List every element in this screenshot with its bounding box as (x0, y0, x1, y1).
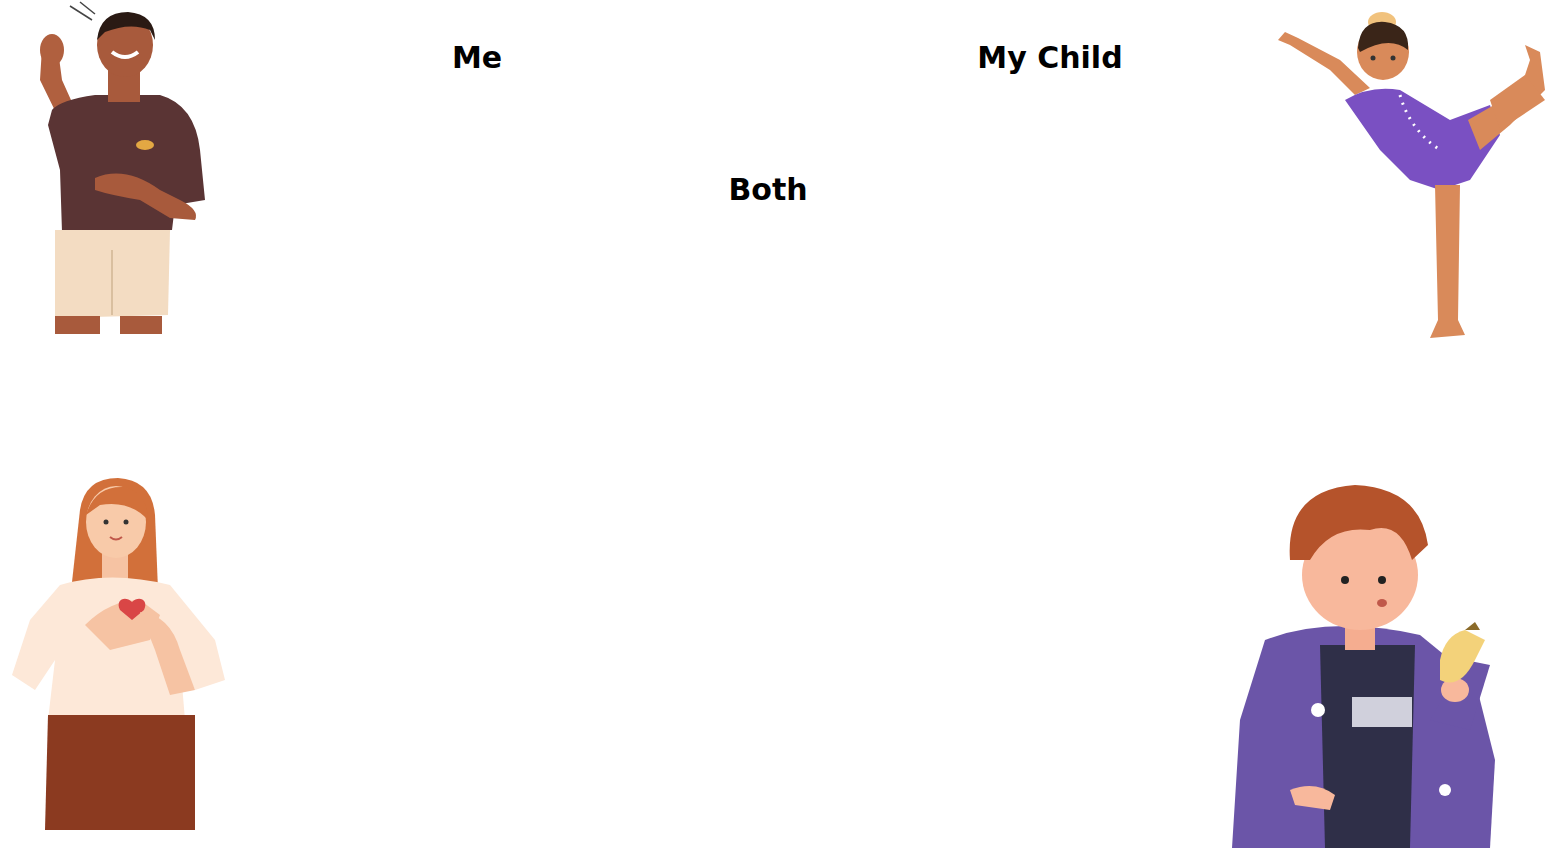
set-label: My Child (977, 40, 1122, 76)
gymnast-girl (1278, 12, 1545, 338)
set-label: Me (452, 40, 502, 76)
circle-outline (115, 10, 925, 820)
circle-outline (613, 10, 1423, 820)
boy-with-banana (1232, 485, 1495, 848)
set-circle: My Child (613, 10, 1423, 820)
woman-hand-on-heart (12, 478, 225, 830)
waving-man (40, 2, 205, 334)
set-label: Both (728, 172, 807, 208)
overlap-region: Both (613, 96, 925, 735)
set-circle: Me (115, 10, 925, 820)
